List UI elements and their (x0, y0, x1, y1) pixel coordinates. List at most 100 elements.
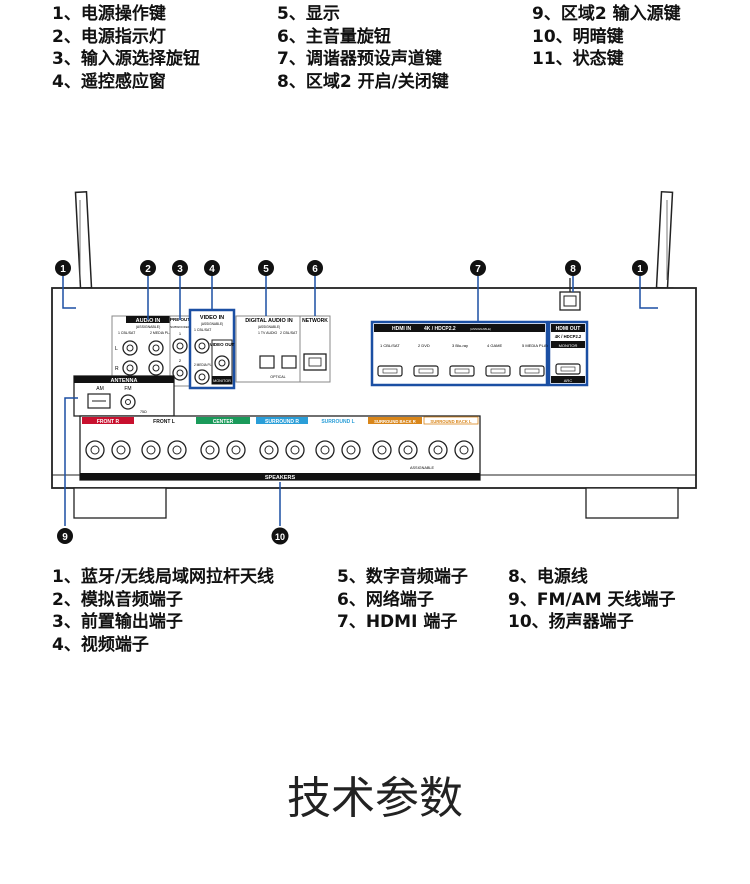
hdmi-in-3: 3 Blu-ray (452, 343, 468, 348)
section-title: 技术参数 (287, 773, 463, 824)
rear-legend-col1: 1、蓝牙/无线局域网拉杆天线 2、模拟音频端子 3、前置输出端子 4、视频端子 (52, 566, 274, 656)
svg-text:6: 6 (312, 264, 318, 275)
legend-item: 10、扬声器端子 (508, 612, 634, 632)
svg-text:5: 5 (263, 264, 269, 275)
legend-item: 1、电源操作键 (52, 4, 166, 24)
speaker-terminal[interactable] (428, 440, 448, 460)
fm-terminal[interactable] (120, 394, 136, 410)
speaker-terminal[interactable] (259, 440, 279, 460)
video-section: VIDEO IN (ASSIGNABLE) 1 CBL/SAT 2 MEDIA … (188, 308, 236, 390)
rear-legend-col2: 5、数字音频端子 6、网络端子 7、HDMI 端子 (337, 566, 468, 634)
hdmi-port[interactable] (485, 365, 511, 377)
subwoofer-label: SUBWOOFER (170, 325, 191, 329)
foot-left (73, 487, 167, 519)
hdmi-port[interactable] (449, 365, 475, 377)
surround-back-r-label: SURROUND BACK R (374, 419, 416, 424)
optical-port[interactable] (259, 355, 275, 369)
speakers-section: SPEAKERS FRONT R FRONT L CENTER SURROUND… (79, 415, 481, 481)
legend-item: 4、遥控感应窗 (52, 71, 166, 92)
front-legend-col2: 5、显示 6、主音量旋钮 7、调谐器预设声道键 8、区域2 开启/关闭键 (277, 3, 449, 93)
speaker-terminal[interactable] (285, 440, 305, 460)
speakers-label: SPEAKERS (265, 475, 296, 481)
power-cord (559, 278, 581, 311)
speaker-terminal[interactable] (398, 440, 418, 460)
hdmi-port[interactable] (555, 363, 581, 375)
rear-legend-col3: 8、电源线 9、FM/AM 天线端子 10、扬声器端子 (508, 566, 676, 634)
speaker-terminal[interactable] (141, 440, 161, 460)
audio-in-1: 1 CBL/SAT (118, 331, 136, 335)
digital-1: 1 TV AUDIO (258, 331, 277, 335)
digital-audio-label: DIGITAL AUDIO IN (245, 318, 293, 324)
hdmi-in-2: 2 DVD (418, 343, 430, 348)
foot-right (585, 487, 679, 519)
speaker-terminal[interactable] (167, 440, 187, 460)
speaker-terminal[interactable] (226, 440, 246, 460)
callout-badge: 3 (172, 260, 188, 276)
speaker-group-header (138, 417, 190, 424)
callout-badge: 1 (55, 260, 71, 276)
antenna-section: ANTENNA AM FM 75Ω (73, 375, 175, 417)
legend-item: 2、模拟音频端子 (52, 589, 183, 610)
legend-item: 10、明暗键 (532, 26, 624, 47)
center-label: CENTER (213, 419, 234, 425)
speaker-terminal[interactable] (341, 440, 361, 460)
surround-l-label: SURROUND L (321, 419, 354, 425)
legend-item: 5、数字音频端子 (337, 567, 468, 587)
front-legend-col3: 9、区域2 输入源键 10、明暗键 11、状态键 (532, 3, 681, 71)
speaker-terminal[interactable] (85, 440, 105, 460)
rca-jack[interactable] (148, 360, 164, 376)
optical-port[interactable] (281, 355, 297, 369)
hdmi-out-spec: 4K / HDCP2.2 (555, 334, 582, 339)
svg-text:7: 7 (475, 264, 481, 275)
audio-in-section: AUDIO IN (ASSIGNABLE) 1 CBL/SAT 2 MEDIA … (111, 315, 179, 379)
antenna-label: ANTENNA (111, 378, 138, 384)
optical-label: OPTICAL (270, 375, 285, 379)
speaker-terminal[interactable] (315, 440, 335, 460)
hdmi-out-monitor: MONITOR (559, 343, 578, 348)
hdmi-out-section: HDMI OUT 4K / HDCP2.2 MONITOR ARC (547, 320, 589, 387)
arc-label: ARC (564, 378, 573, 383)
hdmi-out-label: HDMI OUT (556, 326, 581, 332)
callout-badge: 7 (470, 260, 486, 276)
speaker-terminal[interactable] (200, 440, 220, 460)
rca-jack[interactable] (194, 338, 210, 354)
hdmi-port[interactable] (413, 365, 439, 377)
rca-jack[interactable] (214, 355, 230, 371)
legend-item: 5、显示 (277, 4, 340, 24)
rca-jack[interactable] (172, 365, 188, 381)
speaker-group-header (82, 417, 134, 424)
legend-item: 2、电源指示灯 (52, 26, 166, 47)
svg-text:3: 3 (177, 264, 183, 275)
rca-jack[interactable] (194, 369, 210, 385)
svg-text:1: 1 (60, 264, 66, 275)
callout-badge: 9 (57, 528, 73, 544)
hdmi-port[interactable] (519, 365, 545, 377)
network-section: NETWORK (299, 315, 331, 383)
callout-badge: 5 (258, 260, 274, 276)
rca-jack[interactable] (148, 340, 164, 356)
hdmi-in-label: HDMI IN (392, 326, 412, 332)
digital-audio-section: DIGITAL AUDIO IN (ASSIGNABLE) 1 TV AUDIO… (235, 315, 303, 383)
audio-in-assignable: (ASSIGNABLE) (136, 325, 161, 329)
speaker-terminal[interactable] (372, 440, 392, 460)
hdmi-port[interactable] (377, 365, 403, 377)
callout-badge: 10 (271, 527, 289, 545)
speaker-assignable-label: ASSIGNABLE (410, 466, 435, 470)
speaker-group-header (256, 417, 308, 424)
speaker-group-header (196, 417, 250, 424)
legend-item: 7、调谐器预设声道键 (277, 49, 442, 69)
callout-badge: 2 (140, 260, 156, 276)
speaker-terminal[interactable] (111, 440, 131, 460)
callout-badge: 1 (632, 260, 648, 276)
legend-item: 8、电源线 (508, 567, 588, 587)
legend-item: 6、主音量旋钮 (277, 26, 391, 47)
speaker-terminal[interactable] (454, 440, 474, 460)
fm-label: FM (124, 386, 131, 392)
rca-jack[interactable] (122, 340, 138, 356)
svg-text:1: 1 (637, 264, 643, 275)
speaker-group-header (423, 416, 479, 425)
rca-jack[interactable] (172, 338, 188, 354)
video-assignable: (ASSIGNABLE) (201, 322, 223, 326)
front-l-label: FRONT L (153, 419, 175, 425)
rca-jack[interactable] (122, 360, 138, 376)
